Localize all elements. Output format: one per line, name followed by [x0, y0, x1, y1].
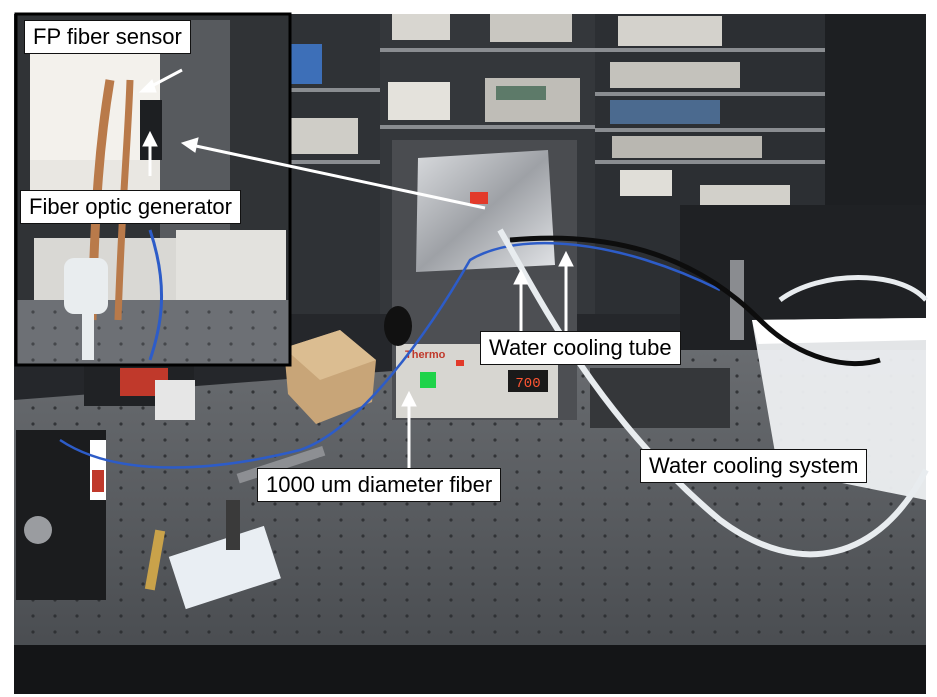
- black-cooling-tube: [509, 235, 881, 367]
- furnace: 700 Thermo: [384, 140, 577, 420]
- right-optics: [590, 368, 730, 428]
- optics-mount: [16, 366, 195, 600]
- label-water-cooling-system: Water cooling system: [640, 449, 868, 484]
- annotation-arrows: [138, 68, 574, 470]
- clear-cooling-tube: [497, 228, 929, 558]
- temperature-readout: 700: [515, 376, 540, 392]
- label-fiber-diameter: 1000 um diameter fiber: [257, 468, 502, 503]
- inset-link-arrow: [195, 144, 486, 210]
- inset-photo: [14, 12, 292, 367]
- drill-gauge: [168, 525, 281, 610]
- label-fp-fiber-sensor: FP fiber sensor: [24, 20, 191, 55]
- label-fiber-optic-generator: Fiber optic generator: [20, 190, 241, 225]
- furnace-brand: Thermo: [405, 349, 446, 361]
- blue-fiber: [59, 241, 721, 469]
- label-water-cooling-tube: Water cooling tube: [480, 331, 681, 366]
